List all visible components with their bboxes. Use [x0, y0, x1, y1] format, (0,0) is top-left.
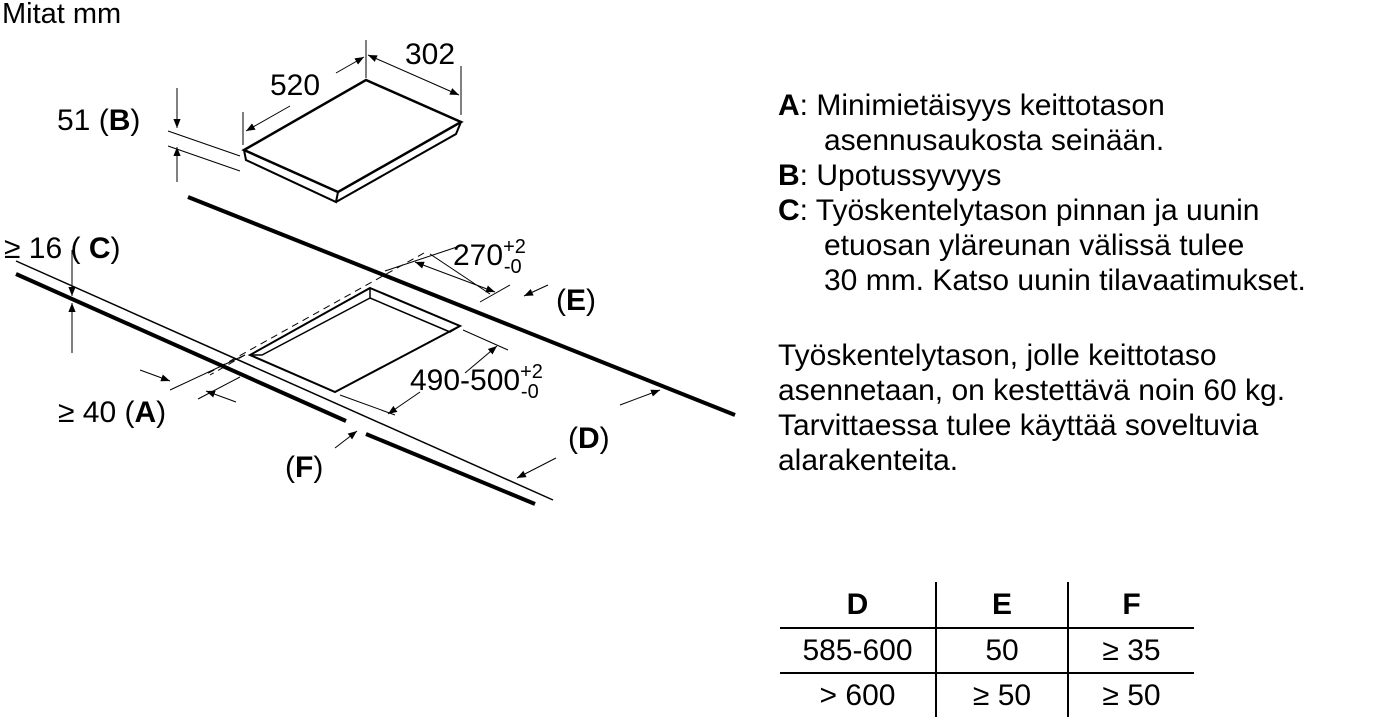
load-note: Työskentelytason, jolle keittotaso asenn…: [778, 338, 1285, 478]
note-line: Työskentelytason, jolle keittotaso: [778, 339, 1217, 372]
table-row: 585-600 50 ≥ 35: [780, 627, 1194, 673]
legend-item-c-cont: etuosan yläreunan välissä tulee: [824, 229, 1245, 262]
installation-diagram: 520 302 51 (B) ≥ 16 ( C) ≥ 40 (A) 270+2-…: [4, 38, 736, 506]
note-line: alarakenteita.: [778, 444, 959, 477]
header-d: D: [846, 587, 869, 621]
cutout-depth-label: 490-500+2-0: [410, 361, 543, 403]
cell: ≥ 35: [1067, 627, 1194, 673]
depth-label: 51 (B): [57, 104, 140, 137]
table-header: D E F: [780, 582, 1194, 628]
table-row: > 600 ≥ 50 ≥ 50: [780, 672, 1194, 717]
note-line: asennetaan, on kestettävä noin 60 kg.: [778, 374, 1286, 407]
hob-width-label: 302: [405, 38, 455, 71]
legend-item-a-cont: asennusaukosta seinään.: [824, 124, 1165, 157]
note-line: Tarvittaessa tulee käyttää soveltuvia: [778, 409, 1259, 442]
label-e: (E): [556, 284, 596, 317]
dimensions-title: Mitat mm: [2, 0, 122, 30]
countertop-label: ≥ 16 ( C): [4, 232, 121, 265]
legend-item-a: A: Minimietäisyys keittotason: [778, 89, 1165, 122]
hob-length-label: 520: [270, 69, 320, 102]
cell: 585-600: [780, 627, 936, 673]
cutout-width-label: 270+2-0: [453, 236, 526, 278]
cell: 50: [935, 627, 1068, 673]
wall-distance-label: ≥ 40 (A): [58, 396, 166, 429]
wall-line: [187, 195, 736, 417]
legend: A: Minimietäisyys keittotason asennusauk…: [778, 88, 1398, 298]
cell: > 600: [780, 672, 936, 717]
header-e: E: [935, 582, 1068, 628]
label-f: (F): [285, 451, 323, 484]
cell: ≥ 50: [1067, 672, 1194, 717]
cell: ≥ 50: [935, 672, 1068, 717]
dimension-table: D E F 585-600 50 ≥ 35 > 600 ≥ 50 ≥ 50: [780, 582, 1194, 717]
label-d: (D): [568, 422, 610, 455]
header-f: F: [1067, 582, 1194, 628]
legend-item-b: B: Upotussyvyys: [778, 159, 1002, 192]
legend-item-c: C: Työskentelytason pinnan ja uunin: [778, 194, 1260, 227]
hob-drawing: [241, 78, 464, 204]
legend-item-c-cont: 30 mm. Katso uunin tilavaatimukset.: [824, 264, 1306, 297]
